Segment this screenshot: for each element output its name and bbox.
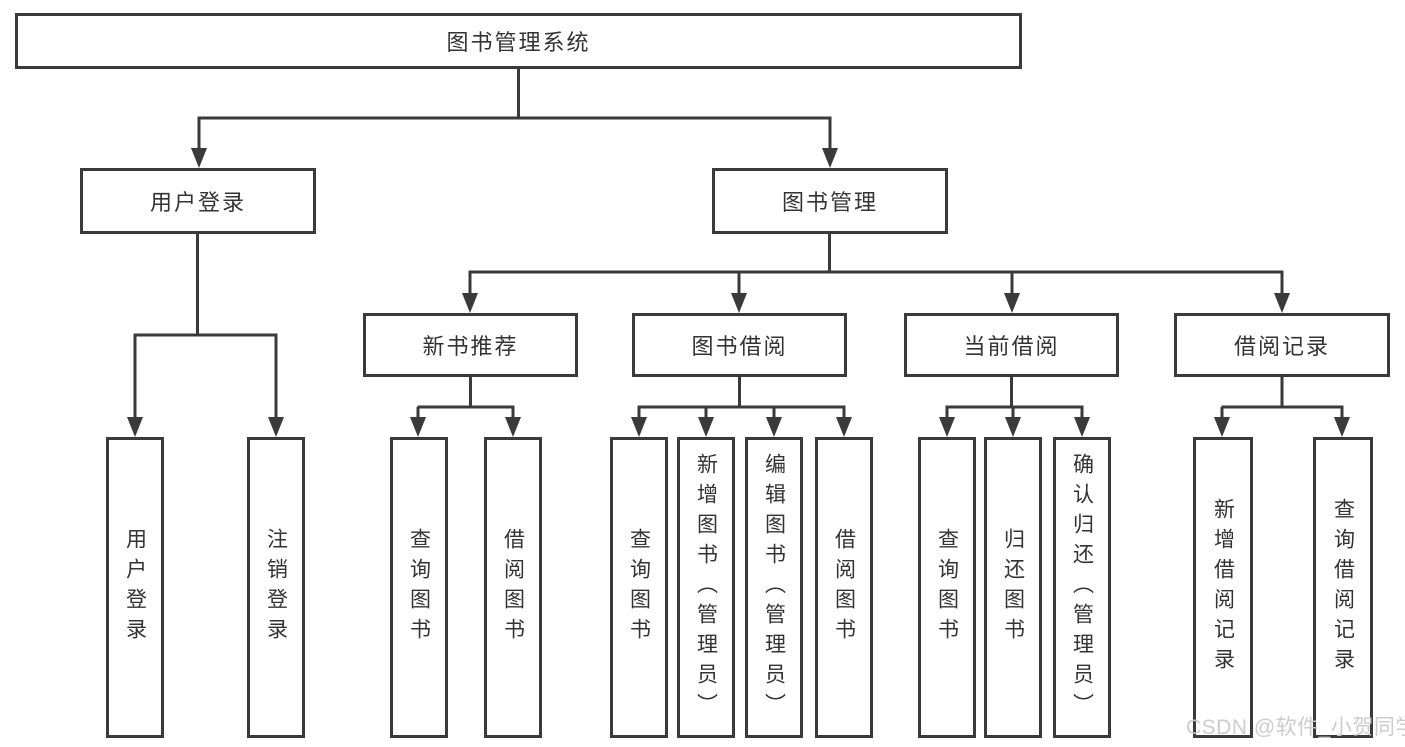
leaf-borrow-books: 借阅图书 xyxy=(815,437,873,738)
node-current-borrowing-label: 当前借阅 xyxy=(963,334,1060,359)
node-user-login-label: 用户登录 xyxy=(149,190,246,215)
leaf-add-borrow-record: 新增借阅记录 xyxy=(1193,437,1253,738)
leaf-logout-label: 注销登录 xyxy=(264,527,288,648)
node-library-system: 图书管理系统 xyxy=(15,13,1022,69)
node-user-login: 用户登录 xyxy=(80,168,316,234)
node-new-book-recommend-label: 新书推荐 xyxy=(422,334,519,359)
leaf-borrow-books-label: 借阅图书 xyxy=(832,527,856,648)
node-book-borrowing: 图书借阅 xyxy=(632,313,847,377)
node-current-borrowing: 当前借阅 xyxy=(904,313,1119,377)
leaf-return-books-label: 归还图书 xyxy=(1001,527,1025,648)
leaf-confirm-return-admin-label: 确认归还（管理员） xyxy=(1070,452,1094,723)
node-book-management: 图书管理 xyxy=(712,168,948,234)
node-new-book-recommend: 新书推荐 xyxy=(363,313,578,377)
node-library-system-label: 图书管理系统 xyxy=(446,30,591,55)
leaf-query-books-borrow: 查询图书 xyxy=(610,437,668,738)
leaf-user-login-label: 用户登录 xyxy=(123,527,147,648)
leaf-return-books: 归还图书 xyxy=(984,437,1042,738)
leaf-edit-books-admin-label: 编辑图书（管理员） xyxy=(762,452,786,723)
node-borrow-records: 借阅记录 xyxy=(1174,313,1390,377)
leaf-add-books-admin: 新增图书（管理员） xyxy=(677,437,735,738)
leaf-borrow-books-newbooks-label: 借阅图书 xyxy=(501,527,525,648)
leaf-user-login: 用户登录 xyxy=(106,437,164,738)
leaf-borrow-books-newbooks: 借阅图书 xyxy=(484,437,542,738)
leaf-query-books-borrow-label: 查询图书 xyxy=(627,527,651,648)
node-borrow-records-label: 借阅记录 xyxy=(1233,334,1330,359)
leaf-add-books-admin-label: 新增图书（管理员） xyxy=(694,452,718,723)
leaf-query-books-newbooks-label: 查询图书 xyxy=(407,527,431,648)
leaf-query-books-newbooks: 查询图书 xyxy=(390,437,448,738)
leaf-query-books-current: 查询图书 xyxy=(918,437,976,738)
node-book-borrowing-label: 图书借阅 xyxy=(691,334,788,359)
leaf-edit-books-admin: 编辑图书（管理员） xyxy=(745,437,803,738)
leaf-confirm-return-admin: 确认归还（管理员） xyxy=(1053,437,1111,738)
leaf-query-books-current-label: 查询图书 xyxy=(935,527,959,648)
leaf-add-borrow-record-label: 新增借阅记录 xyxy=(1211,497,1235,678)
leaf-query-borrow-record-label: 查询借阅记录 xyxy=(1331,497,1355,678)
csdn-watermark: CSDN @软件_小贺同学 xyxy=(1186,716,1405,739)
leaf-logout: 注销登录 xyxy=(247,437,305,738)
node-book-management-label: 图书管理 xyxy=(781,190,878,215)
leaf-query-borrow-record: 查询借阅记录 xyxy=(1313,437,1373,738)
